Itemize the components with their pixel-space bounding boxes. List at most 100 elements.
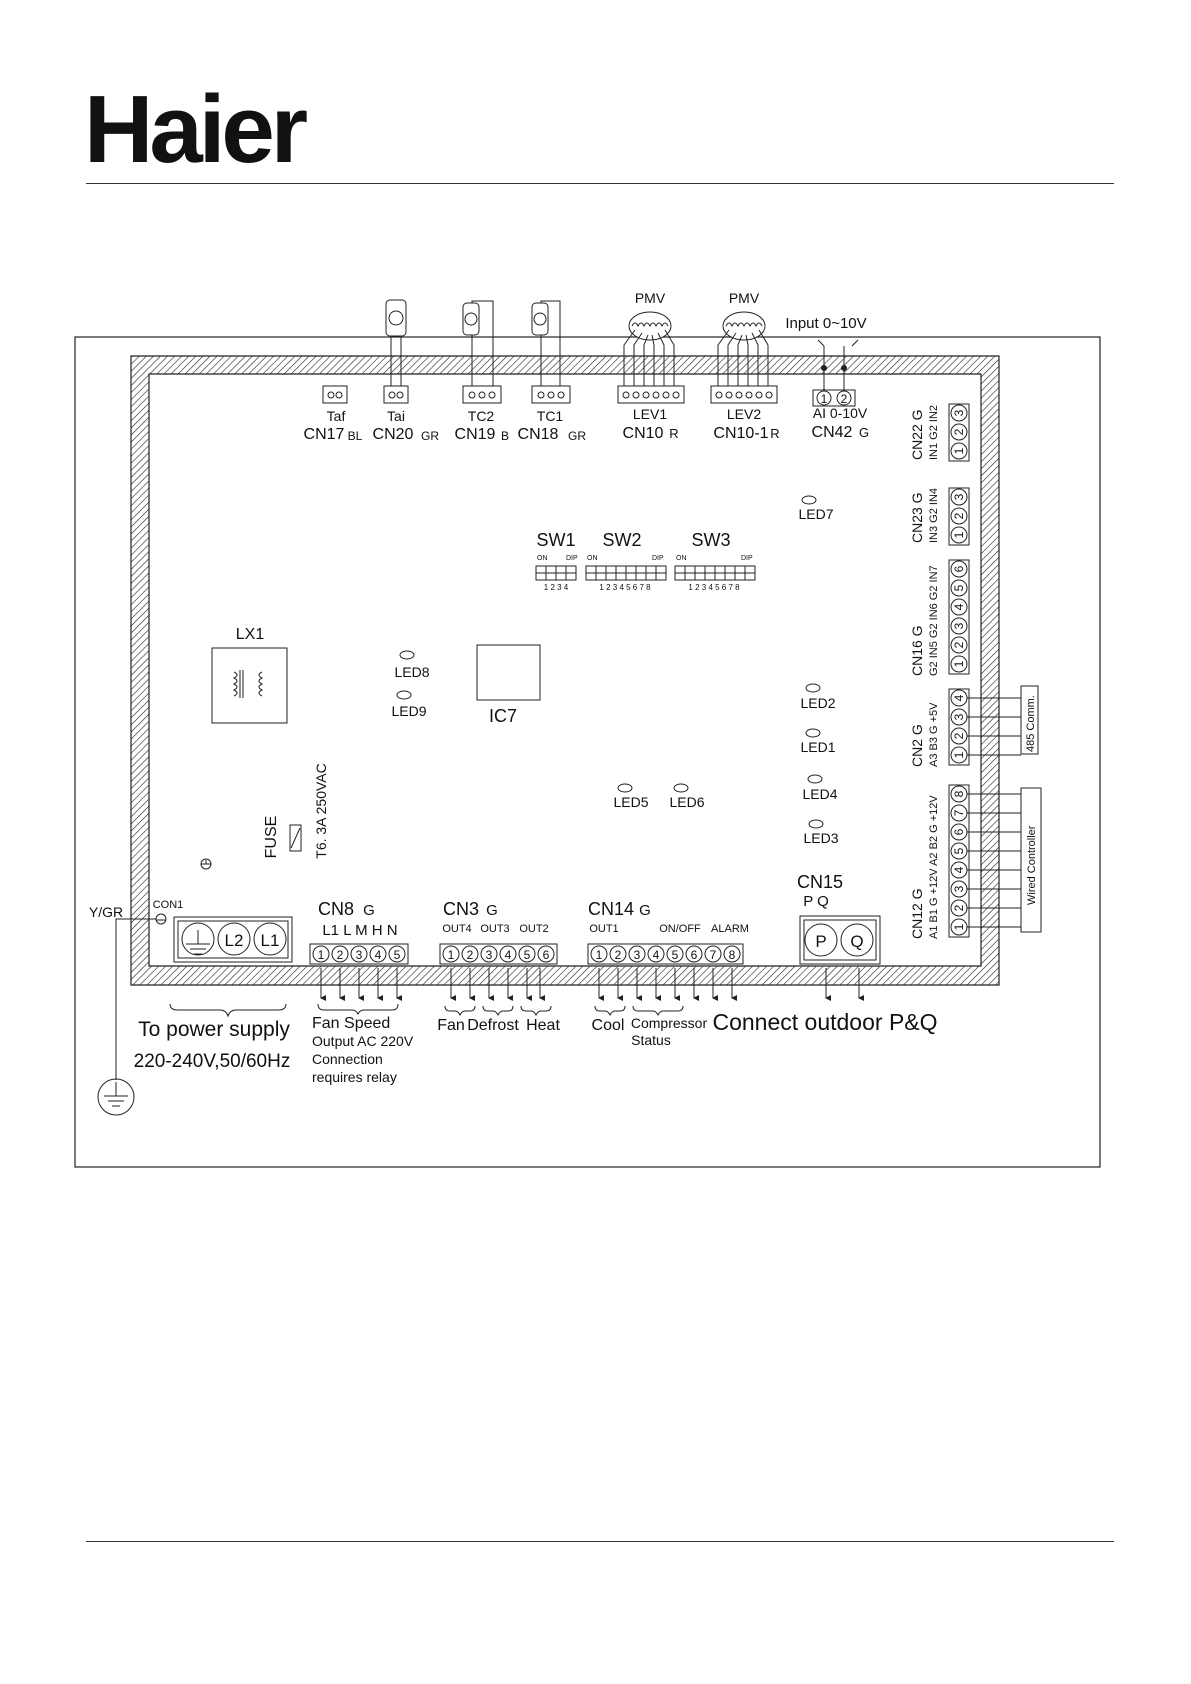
svg-text:CN23 G: CN23 G [909,492,925,543]
svg-text:CN12 G: CN12 G [909,888,925,939]
yg-label: Y/GR [89,904,123,920]
pin-number: 4 [505,948,512,962]
cn10-1-label: CN10-1 [713,425,768,442]
footer-rule [86,1541,1114,1542]
pin [388,945,406,963]
svg-text:CN15: CN15 [797,872,843,892]
pin [666,945,684,963]
lev2-label: LEV2 [727,406,761,422]
dip-switch-sw2[interactable]: SW2 ON DIP 1 2 3 4 5 6 7 8 [585,530,667,592]
pin-number: 3 [486,948,493,962]
pin-number: 4 [375,948,382,962]
svg-text:1 2 3 4 5 6 7 8: 1 2 3 4 5 6 7 8 [599,583,651,592]
caption-status: Status [631,1032,671,1048]
pin-number: 1 [318,948,325,962]
pin-number: 8 [729,948,736,962]
caption-cool: Cool [592,1017,625,1034]
pin [461,945,479,963]
braces [169,1003,684,1018]
pin-number: 3 [356,948,363,962]
caption-fan-speed: Fan Speed [312,1015,390,1032]
caption-heat: Heat [526,1017,560,1034]
dip-switch-sw1[interactable]: SW1 ON DIP 1 2 3 4 [535,530,578,592]
pin-number: 4 [952,694,966,701]
svg-text:DIP: DIP [741,555,753,562]
con1-label: CON1 [153,899,184,911]
pin [950,579,968,597]
svg-text:LED9: LED9 [391,703,426,719]
svg-text:LED4: LED4 [802,786,837,802]
svg-text:OUT2: OUT2 [519,923,548,935]
pin-number: 2 [952,732,966,739]
connector-cn22: CN22 G IN1 G2 IN2 123 [909,403,970,462]
cn10-color: R [669,426,678,441]
ic7-chip: IC7 [476,644,541,726]
svg-text:A1 B1 G +12V A2 B2 G +12V: A1 B1 G +12V A2 B2 G +12V [928,795,940,939]
logo-text: Haier [84,82,307,170]
pin [950,488,968,506]
pin [331,945,349,963]
sw2-label: SW2 [602,530,641,550]
pin-number: 5 [952,584,966,591]
pin-number: 3 [952,622,966,629]
pin-number: 4 [952,603,966,610]
connector-cn18: TC1 CN18 GR [518,300,586,443]
pin-number: 4 [653,948,660,962]
pcb-board-border [130,355,1000,986]
svg-text:1: 1 [821,392,828,406]
pin [950,636,968,654]
pin-number: 3 [952,409,966,416]
q-terminal: Q [850,932,863,951]
led6: LED6 [669,783,705,810]
svg-text:1 2 3 4 5 6 7 8: 1 2 3 4 5 6 7 8 [688,583,740,592]
pin-number: 1 [596,948,603,962]
pin [950,655,968,673]
l2-terminal: L2 [225,931,244,950]
pin-number: 2 [615,948,622,962]
header-rule [86,183,1114,184]
pin-number: 5 [672,948,679,962]
connector-cn23: CN23 G IN3 G2 IN4 123 [909,487,970,546]
pin [647,945,665,963]
sw3-cells [674,565,756,581]
pin-number: 4 [952,866,966,873]
pin [442,945,460,963]
cn18-color: GR [568,429,586,443]
caption-fan-3: requires relay [312,1069,397,1085]
sensor-taf-label: Taf [327,408,346,424]
svg-text:1 2 3 4: 1 2 3 4 [544,583,569,592]
l1-terminal: L1 [261,931,280,950]
cn20-label: CN20 [373,426,414,443]
cn10-1-color: R [770,426,779,441]
sw2-cells [585,565,667,581]
cn20-color: GR [421,429,439,443]
pin [609,945,627,963]
comm-485-box [1020,685,1039,755]
dip-switch-sw3[interactable]: SW3 ON DIP 1 2 3 4 5 6 7 8 [674,530,756,592]
pin [590,945,608,963]
pin-number: 1 [952,660,966,667]
ai-label: AI 0-10V [813,405,868,421]
haier-logo: Haier [84,82,311,170]
svg-text:LED6: LED6 [669,794,704,810]
thermistor-tc2-icon [464,312,478,326]
svg-text:IN1 G2 IN2: IN1 G2 IN2 [928,405,940,460]
pin [950,423,968,441]
svg-text:CN8: CN8 [318,899,354,919]
pin-number: 6 [952,828,966,835]
caption-power-1: To power supply [138,1018,290,1041]
pin-number: 6 [952,565,966,572]
pin-number: 3 [952,713,966,720]
svg-text:CN22 G: CN22 G [909,409,925,460]
cn18-label: CN18 [518,426,559,443]
svg-text:ON: ON [587,555,598,562]
pin-number: 5 [952,847,966,854]
svg-text:IN3 G2 IN4: IN3 G2 IN4 [928,488,940,543]
caption-outdoor: Connect outdoor P&Q [712,1009,937,1035]
